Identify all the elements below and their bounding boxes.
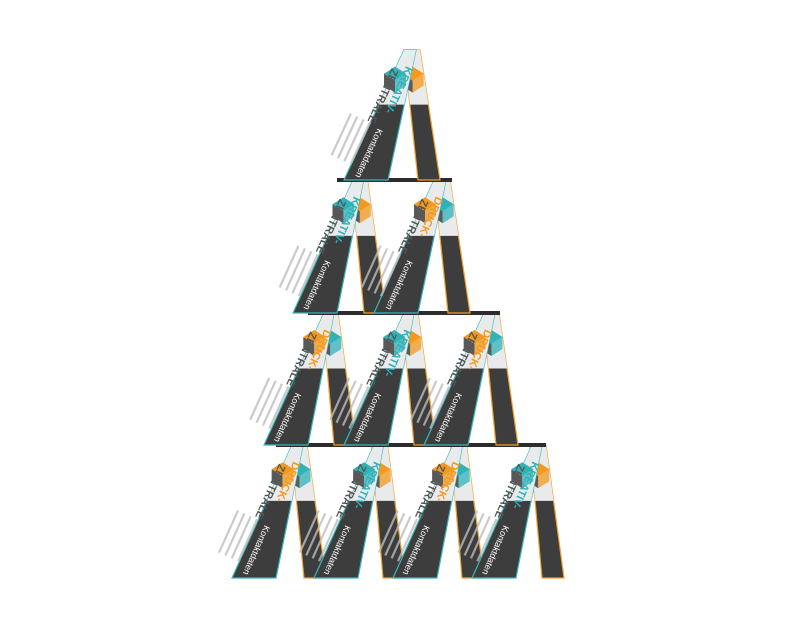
shelf-card <box>276 443 546 447</box>
orange-cube-logo-icon <box>303 330 326 357</box>
orange-cube-logo-icon <box>432 462 455 489</box>
orange-cube-logo-icon <box>271 462 294 489</box>
teal-cube-logo-icon <box>511 462 534 489</box>
orange-cube-logo-icon <box>463 330 486 357</box>
orange-cube-logo-icon <box>414 197 436 224</box>
teal-cube-logo-icon <box>384 66 406 93</box>
teal-cube-logo-icon <box>353 462 376 489</box>
shelf-card <box>337 178 452 182</box>
card-pyramid: DRUCK-ZENTRALEKontaktdatenKREATIV-ZENTRA… <box>218 49 565 579</box>
teal-cube-logo-icon <box>332 197 355 224</box>
teal-cube-logo-icon <box>383 330 406 357</box>
